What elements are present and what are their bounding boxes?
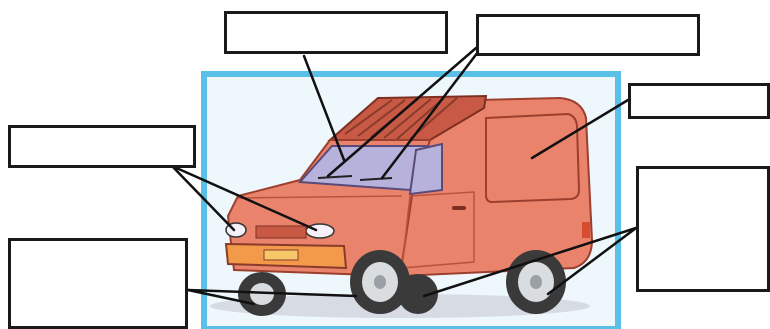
label-box-left-lower[interactable] [8, 238, 188, 329]
label-box-right-upper[interactable] [628, 83, 770, 119]
label-box-top-left[interactable] [224, 11, 448, 54]
label-box-left-upper[interactable] [8, 125, 196, 168]
license-plate [264, 250, 298, 260]
rear-light [582, 222, 590, 238]
label-box-right-lower[interactable] [636, 166, 770, 292]
label-box-top-right[interactable] [476, 14, 700, 56]
side-window [410, 144, 442, 194]
door-handle [452, 206, 466, 210]
grille [256, 226, 306, 238]
